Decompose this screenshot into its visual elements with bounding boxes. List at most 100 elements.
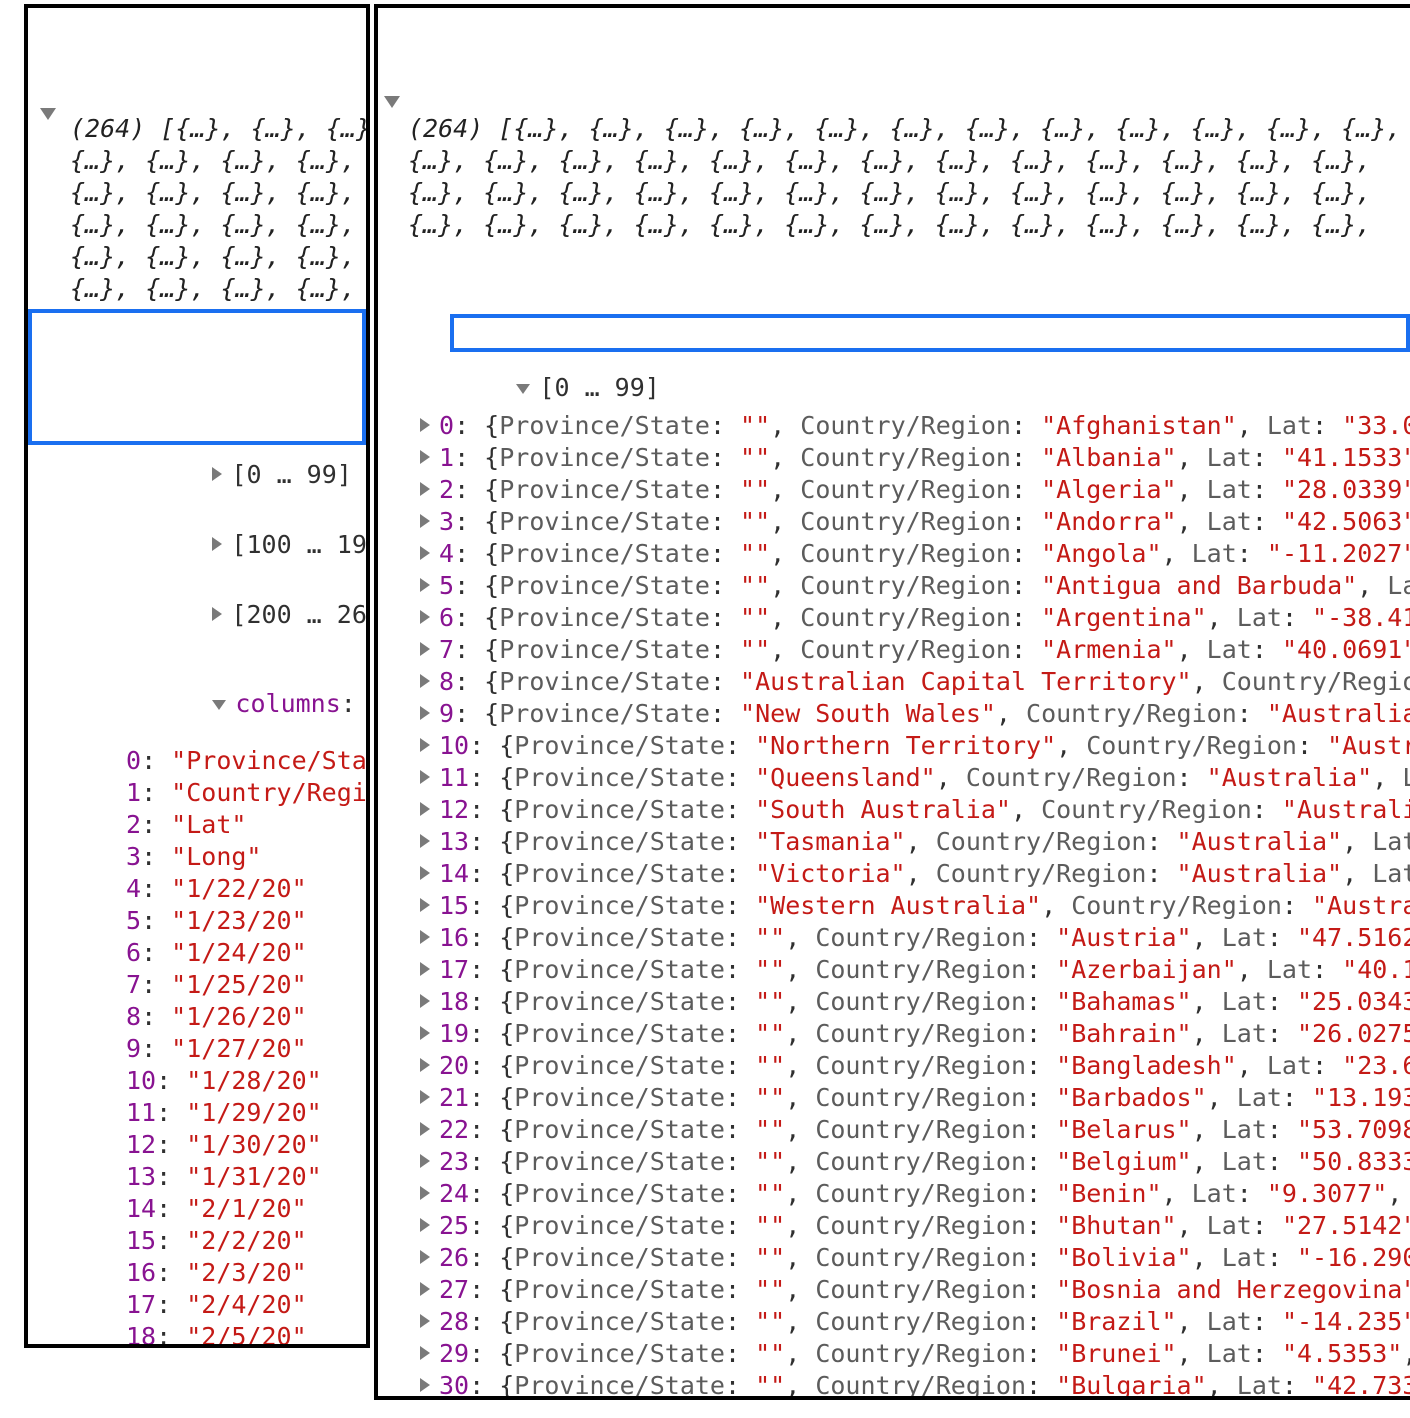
columns-property-row[interactable]: columns: Array(89) [70,656,366,718]
column-entry-row[interactable]: 12: "1/30/20" [70,1129,366,1161]
colon-separator: : [1026,1051,1057,1080]
object-row[interactable]: 2: {Province/State: "", Country/Region: … [388,474,1410,506]
chevron-right-icon[interactable] [420,1378,430,1392]
expand-triangle-icon[interactable] [40,108,56,120]
chevron-right-icon[interactable] [420,1026,430,1040]
column-entry-row[interactable]: 11: "1/29/20" [70,1097,366,1129]
expand-triangle-icon[interactable] [384,96,400,108]
chevron-right-icon[interactable] [420,1058,430,1072]
object-row[interactable]: 6: {Province/State: "", Country/Region: … [388,602,1410,634]
tree-group-row[interactable]: [0 … 99] [70,427,366,489]
chevron-right-icon[interactable] [212,467,223,481]
colon-separator: : [1026,1179,1057,1208]
object-row[interactable]: 25: {Province/State: "", Country/Region:… [388,1210,1410,1242]
object-row[interactable]: 14: {Province/State: "Victoria", Country… [388,858,1410,890]
object-row[interactable]: 10: {Province/State: "Northern Territory… [388,730,1410,762]
column-entry-row[interactable]: 16: "2/3/20" [70,1257,366,1289]
chevron-right-icon[interactable] [420,674,430,688]
chevron-right-icon[interactable] [420,962,430,976]
column-entry-row[interactable]: 3: "Long" [70,841,366,873]
column-entry-row[interactable]: 9: "1/27/20" [70,1033,366,1065]
right-console-panel[interactable]: (264) [{…}, {…}, {…}, {…}, {…}, {…}, {…}… [374,4,1410,1400]
chevron-right-icon[interactable] [420,930,430,944]
object-row[interactable]: 0: {Province/State: "", Country/Region: … [388,410,1410,442]
colon-separator: : [709,507,741,536]
object-row[interactable]: 1: {Province/State: "", Country/Region: … [388,442,1410,474]
column-entry-row[interactable]: 5: "1/23/20" [70,905,366,937]
chevron-right-icon[interactable] [420,482,430,496]
tree-group-row-expanded[interactable]: [0 … 99] [388,340,1410,402]
chevron-right-icon[interactable] [420,898,430,912]
chevron-right-icon[interactable] [420,1346,430,1360]
chevron-right-icon[interactable] [420,1218,430,1232]
column-entry-row[interactable]: 7: "1/25/20" [70,969,366,1001]
chevron-right-icon[interactable] [420,770,430,784]
column-entry-row[interactable]: 4: "1/22/20" [70,873,366,905]
chevron-right-icon[interactable] [420,1250,430,1264]
object-row[interactable]: 12: {Province/State: "South Australia", … [388,794,1410,826]
object-row[interactable]: 28: {Province/State: "", Country/Region:… [388,1306,1410,1338]
chevron-right-icon[interactable] [420,834,430,848]
chevron-right-icon[interactable] [420,866,430,880]
object-row[interactable]: 7: {Province/State: "", Country/Region: … [388,634,1410,666]
chevron-right-icon[interactable] [420,418,430,432]
object-row[interactable]: 24: {Province/State: "", Country/Region:… [388,1178,1410,1210]
column-entry-row[interactable]: 13: "1/31/20" [70,1161,366,1193]
object-row[interactable]: 26: {Province/State: "", Country/Region:… [388,1242,1410,1274]
column-entry-row[interactable]: 17: "2/4/20" [70,1289,366,1321]
colon-separator: : [724,1275,756,1304]
column-entry-row[interactable]: 14: "2/1/20" [70,1193,366,1225]
object-row[interactable]: 19: {Province/State: "", Country/Region:… [388,1018,1410,1050]
object-row[interactable]: 16: {Province/State: "", Country/Region:… [388,922,1410,954]
chevron-right-icon[interactable] [420,578,430,592]
tree-group-row[interactable]: [200 … 263] [70,567,366,629]
chevron-right-icon[interactable] [420,802,430,816]
chevron-right-icon[interactable] [420,994,430,1008]
chevron-down-icon[interactable] [212,700,227,710]
object-row[interactable]: 21: {Province/State: "", Country/Region:… [388,1082,1410,1114]
colon-separator: : [1026,1275,1057,1304]
chevron-right-icon[interactable] [420,1186,430,1200]
chevron-right-icon[interactable] [420,1122,430,1136]
object-row[interactable]: 15: {Province/State: "Western Australia"… [388,890,1410,922]
object-row[interactable]: 27: {Province/State: "", Country/Region:… [388,1274,1410,1306]
object-row[interactable]: 9: {Province/State: "New South Wales", C… [388,698,1410,730]
chevron-right-icon[interactable] [212,607,223,621]
object-row[interactable]: 18: {Province/State: "", Country/Region:… [388,986,1410,1018]
object-row[interactable]: 5: {Province/State: "", Country/Region: … [388,570,1410,602]
column-entry-row[interactable]: 1: "Country/Region" [70,777,366,809]
left-console-panel[interactable]: (264) [{…}, {…}, {…}, {…}, {…}, {…}, {…}… [24,4,370,1348]
chevron-right-icon[interactable] [420,450,430,464]
object-row[interactable]: 4: {Province/State: "", Country/Region: … [388,538,1410,570]
chevron-right-icon[interactable] [420,1154,430,1168]
object-row[interactable]: 22: {Province/State: "", Country/Region:… [388,1114,1410,1146]
column-entry-row[interactable]: 6: "1/24/20" [70,937,366,969]
object-row[interactable]: 13: {Province/State: "Tasmania", Country… [388,826,1410,858]
object-row[interactable]: 3: {Province/State: "", Country/Region: … [388,506,1410,538]
chevron-right-icon[interactable] [420,642,430,656]
chevron-right-icon[interactable] [420,610,430,624]
column-entry-row[interactable]: 0: "Province/State" [70,745,366,777]
tree-group-row[interactable]: [100 … 199] [70,497,366,559]
chevron-down-icon[interactable] [516,384,531,394]
object-row[interactable]: 29: {Province/State: "", Country/Region:… [388,1338,1410,1370]
object-row[interactable]: 20: {Province/State: "", Country/Region:… [388,1050,1410,1082]
column-entry-row[interactable]: 15: "2/2/20" [70,1225,366,1257]
object-row[interactable]: 30: {Province/State: "", Country/Region:… [388,1370,1410,1396]
chevron-right-icon[interactable] [420,1090,430,1104]
chevron-right-icon[interactable] [420,1314,430,1328]
chevron-right-icon[interactable] [420,706,430,720]
column-entry-row[interactable]: 18: "2/5/20" [70,1321,366,1344]
chevron-right-icon[interactable] [420,546,430,560]
column-entry-row[interactable]: 2: "Lat" [70,809,366,841]
chevron-right-icon[interactable] [212,537,223,551]
object-row[interactable]: 11: {Province/State: "Queensland", Count… [388,762,1410,794]
column-entry-row[interactable]: 8: "1/26/20" [70,1001,366,1033]
column-entry-row[interactable]: 10: "1/28/20" [70,1065,366,1097]
object-row[interactable]: 8: {Province/State: "Australian Capital … [388,666,1410,698]
chevron-right-icon[interactable] [420,514,430,528]
chevron-right-icon[interactable] [420,738,430,752]
object-row[interactable]: 17: {Province/State: "", Country/Region:… [388,954,1410,986]
chevron-right-icon[interactable] [420,1282,430,1296]
object-row[interactable]: 23: {Province/State: "", Country/Region:… [388,1146,1410,1178]
